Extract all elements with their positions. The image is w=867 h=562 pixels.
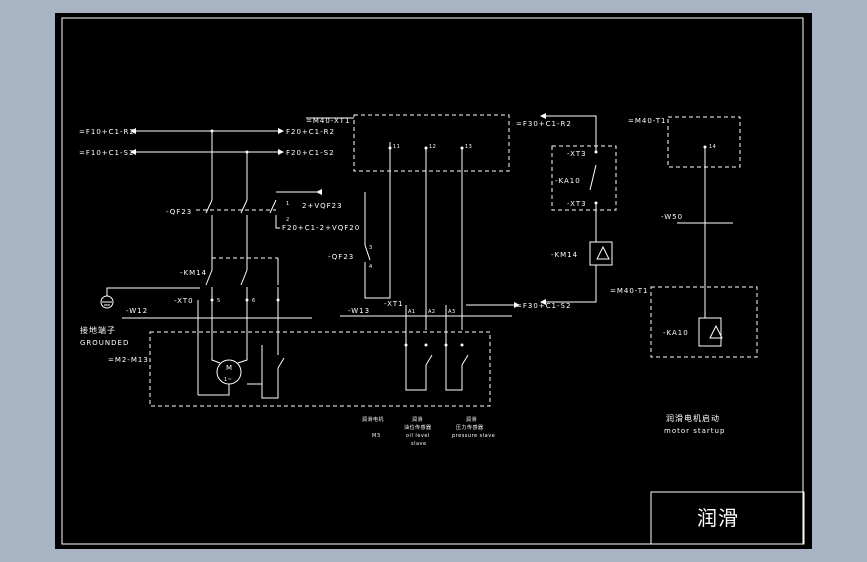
pin-5: 5: [217, 298, 221, 304]
pin-2: 2: [286, 217, 290, 223]
qf23-aux-contact: -QF23 3 4: [328, 142, 391, 299]
km14-coil-label: -KM14: [551, 251, 578, 259]
coil-km14-icon: [589, 241, 613, 266]
qf23-label-left: -QF23: [166, 208, 192, 216]
ground-label-en: GROUNDED: [80, 339, 129, 347]
feed-wires: =F10+C1-R2 =F10+C1-S2 F20+C1-R2 F20+C1-S…: [79, 128, 335, 200]
caption-c2-en2: slave: [411, 441, 427, 447]
pin-1: 1: [286, 201, 290, 207]
terminal-box-xt1: =M40-XT1 11 12 13: [306, 114, 510, 330]
terminal-m40-t1-top: =M40-T1: [628, 117, 666, 125]
pin-a3: A3: [448, 309, 456, 315]
ground-label-cn: 接地端子: [80, 325, 116, 335]
motor-label: M: [226, 364, 233, 372]
caption-c2-cn: 润滑: [412, 416, 423, 423]
pin-a2: A2: [428, 309, 436, 315]
terminal-vqf23: 2+VQF23: [302, 202, 343, 210]
xt1-label: -XT1: [384, 300, 404, 308]
caption-c1-sub: M3: [372, 433, 381, 439]
xt0-label: -XT0: [174, 297, 194, 305]
xt3-bottom-label: -XT3: [567, 200, 587, 208]
terminal-f10-r2: =F10+C1-R2: [79, 128, 135, 136]
breaker-qf23: -QF23 1 2 2+VQF23 F20+C1-2+VQF20: [166, 189, 360, 270]
motor-phase-label: 1~: [224, 377, 232, 383]
title-block: 润滑: [650, 491, 805, 545]
terminal-box-t1-bottom: =M40-T1 -KA10: [610, 286, 758, 358]
caption-c3-cn: 润滑: [466, 416, 477, 423]
pin-6: 6: [252, 298, 256, 304]
caption-c3-cn2: 压力传感器: [456, 424, 484, 431]
motor-enclosure: =M2-M13 M 1~: [108, 331, 491, 407]
terminal-m2-m13: =M2-M13: [108, 356, 149, 364]
cable-w12: -W12: [126, 307, 148, 315]
caption-motor-en: motor startup: [664, 427, 725, 435]
terminal-f20-r2: F20+C1-R2: [286, 128, 335, 136]
sensor-captions: 润滑电机 M3 润滑 油位传感器 oil level slave 润滑 压力传感…: [362, 416, 495, 447]
terminal-f30-s2: =F30+C1-S2: [516, 302, 571, 310]
ka10-coil-label: -KA10: [663, 329, 689, 337]
caption-c2-en: oil level: [406, 433, 430, 439]
pin-a1: A1: [408, 309, 416, 315]
qf23-label-mid: -QF23: [328, 253, 354, 261]
sensor-terminals-xt1: -W13 -XT1 A1 A2 A3: [340, 300, 520, 391]
pin-14: 14: [709, 144, 716, 150]
caption-c2-cn2: 油位传感器: [404, 424, 432, 431]
relay-circuit: =F30+C1-R2 =F30+C1-S2 -XT3 -KA10 -XT3 -K…: [516, 113, 617, 310]
pin-11: 11: [393, 144, 400, 150]
title-block-title: 润滑: [697, 506, 739, 530]
pin-4: 4: [369, 264, 373, 270]
pin-12: 12: [429, 144, 436, 150]
km14-label-left: -KM14: [180, 269, 207, 277]
terminal-m40-t1-bottom: =M40-T1: [610, 287, 648, 295]
terminal-f20-s2: F20+C1-S2: [286, 149, 335, 157]
cable-w50: -W50: [661, 213, 683, 221]
terminal-f20-vqf20: F20+C1-2+VQF20: [282, 224, 360, 232]
pin-3: 3: [369, 245, 373, 251]
caption-c3-en: pressure slave: [452, 433, 495, 439]
terminal-f10-s2: =F10+C1-S2: [79, 149, 134, 157]
caption-c1-cn: 润滑电机: [362, 416, 384, 423]
ka10-mid-label: -KA10: [555, 177, 581, 185]
terminal-box-t1-top: =M40-T1 14 -W50: [628, 116, 741, 305]
coil-ka10-icon: [698, 317, 722, 347]
sheet-border: [61, 17, 804, 545]
ground-terminal: 接地端子 GROUNDED: [80, 287, 200, 347]
contactor-km14: -KM14 -XT0 5 6: [174, 257, 280, 345]
terminal-m40-xt1: =M40-XT1: [306, 117, 350, 125]
xt3-top-label: -XT3: [567, 150, 587, 158]
caption-motor-cn: 润滑电机启动: [666, 413, 720, 423]
drawing-sheet: [55, 13, 812, 549]
pin-13: 13: [465, 144, 472, 150]
cable-w13: -W13: [348, 307, 370, 315]
terminal-f30-r2: =F30+C1-R2: [516, 120, 572, 128]
